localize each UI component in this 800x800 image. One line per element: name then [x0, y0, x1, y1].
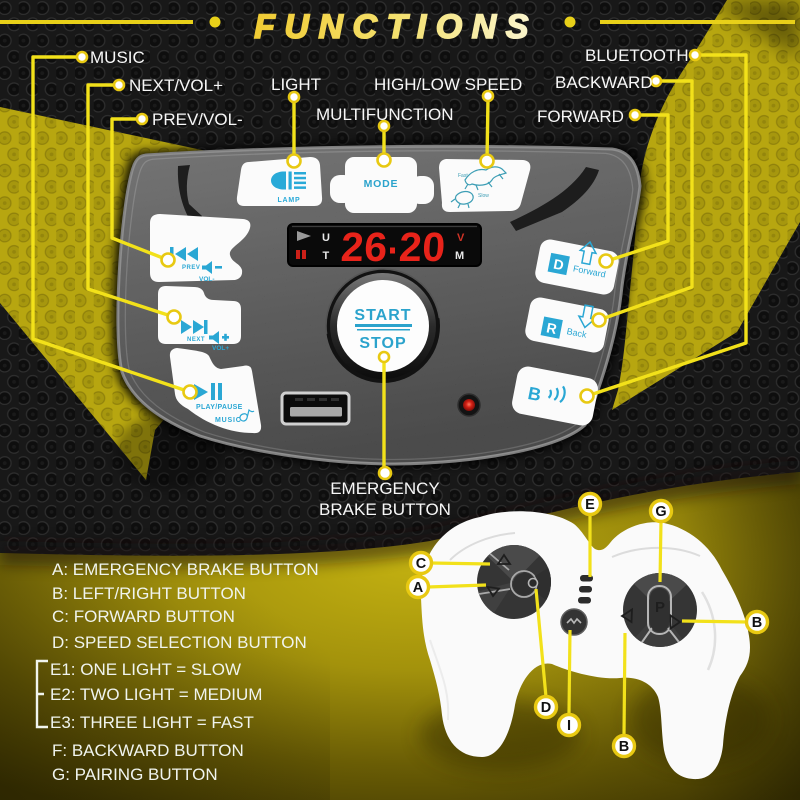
- svg-text:M: M: [455, 250, 464, 262]
- svg-text:Back: Back: [566, 326, 588, 340]
- svg-text:26: 26: [340, 224, 389, 270]
- svg-text:Fast: Fast: [458, 173, 468, 179]
- svg-text:NEXT/VOL+: NEXT/VOL+: [129, 76, 223, 95]
- svg-text:FORWARD: FORWARD: [537, 107, 624, 126]
- svg-text:C: FORWARD BUTTON: C: FORWARD BUTTON: [52, 607, 235, 626]
- svg-text:Slow: Slow: [478, 193, 489, 199]
- svg-text:P: P: [655, 599, 665, 616]
- svg-text:U: U: [322, 232, 330, 244]
- svg-text:HIGH/LOW SPEED: HIGH/LOW SPEED: [374, 75, 522, 94]
- svg-text:B: LEFT/RIGHT BUTTON: B: LEFT/RIGHT BUTTON: [52, 584, 246, 603]
- svg-text:A: EMERGENCY BRAKE BUTTON: A: EMERGENCY BRAKE BUTTON: [52, 560, 319, 579]
- svg-text:VOL+: VOL+: [212, 345, 229, 352]
- svg-text:C: C: [416, 556, 427, 572]
- svg-text:F: BACKWARD BUTTON: F: BACKWARD BUTTON: [52, 741, 244, 760]
- svg-text:R: R: [545, 319, 558, 337]
- svg-text:E1: ONE LIGHT = SLOW: E1: ONE LIGHT = SLOW: [50, 660, 241, 679]
- svg-text:D: D: [552, 256, 565, 274]
- svg-text:PREV/VOL-: PREV/VOL-: [152, 110, 243, 129]
- svg-text:MODE: MODE: [364, 178, 399, 190]
- svg-text:G: PAIRING BUTTON: G: PAIRING BUTTON: [52, 765, 218, 784]
- svg-text:E2: TWO LIGHT = MEDIUM: E2: TWO LIGHT = MEDIUM: [50, 685, 262, 704]
- svg-text:A: A: [413, 580, 424, 596]
- svg-text:I: I: [567, 718, 571, 734]
- svg-text:D: D: [541, 700, 551, 716]
- svg-text:B: B: [752, 615, 762, 631]
- svg-text:PLAY/PAUSE: PLAY/PAUSE: [196, 404, 243, 411]
- svg-text:V: V: [457, 232, 465, 244]
- svg-text:BACKWARD: BACKWARD: [555, 73, 653, 92]
- svg-text:D: SPEED SELECTION BUTTON: D: SPEED SELECTION BUTTON: [52, 633, 307, 652]
- svg-text:PREV: PREV: [182, 265, 200, 271]
- svg-text:T: T: [323, 250, 330, 262]
- svg-text:BRAKE BUTTON: BRAKE BUTTON: [319, 500, 451, 519]
- svg-text:FUNCTIONS: FUNCTIONS: [254, 8, 538, 46]
- svg-text:STOP: STOP: [359, 335, 406, 352]
- svg-text:LAMP: LAMP: [277, 197, 300, 204]
- svg-text:EMERGENCY: EMERGENCY: [330, 479, 440, 498]
- svg-text:VOL-: VOL-: [199, 276, 215, 283]
- svg-text:G: G: [655, 504, 666, 520]
- svg-text:B: B: [526, 383, 543, 405]
- svg-text:E: E: [585, 497, 595, 513]
- svg-text:MULTIFUNCTION: MULTIFUNCTION: [316, 105, 454, 124]
- svg-text:B: B: [619, 739, 629, 755]
- svg-text:LIGHT: LIGHT: [271, 75, 321, 94]
- svg-text:NEXT: NEXT: [187, 337, 205, 343]
- svg-text:20: 20: [398, 224, 447, 270]
- svg-text:MUSIC: MUSIC: [215, 417, 242, 424]
- svg-text:MUSIC: MUSIC: [90, 48, 145, 67]
- svg-text:E3: THREE LIGHT = FAST: E3: THREE LIGHT = FAST: [50, 713, 254, 732]
- svg-text:START: START: [354, 307, 411, 324]
- svg-text:BLUETOOTH: BLUETOOTH: [585, 46, 689, 65]
